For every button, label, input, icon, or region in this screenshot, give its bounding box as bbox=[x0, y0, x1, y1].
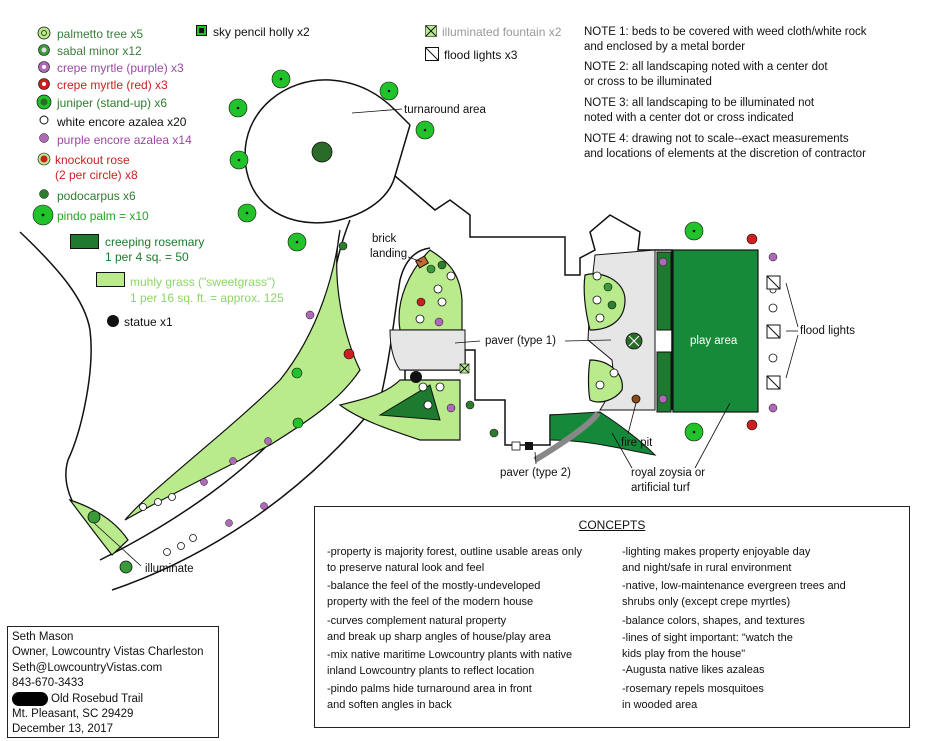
note-2-line2: or cross to be illuminated bbox=[584, 76, 712, 88]
label-turnaround: turnaround area bbox=[404, 104, 486, 116]
label-flood-lights: flood lights bbox=[800, 325, 855, 337]
redacted-house-number bbox=[12, 691, 48, 706]
legend-statue: statue x1 bbox=[124, 315, 173, 329]
crepe-purple-icon bbox=[38, 61, 50, 73]
label-paver-1: paver (type 1) bbox=[485, 335, 556, 347]
concepts-box: CONCEPTS -property is majority forest, o… bbox=[314, 506, 910, 728]
driveway-edge-left bbox=[19, 231, 92, 511]
legend-muhly-rate: 1 per 16 sq. ft. = approx. 125 bbox=[130, 291, 284, 305]
rosemary-swatch bbox=[70, 234, 99, 249]
note-3-line1: NOTE 3: all landscaping to be illuminate… bbox=[584, 97, 815, 109]
label-fire-pit: fire pit bbox=[621, 437, 653, 449]
concept-left-1: -property is majority forest, outline us… bbox=[327, 546, 582, 574]
label-illuminate: illuminate bbox=[145, 563, 194, 575]
crepe-red-icon bbox=[38, 78, 50, 90]
legend-white-azalea: white encore azalea x20 bbox=[57, 115, 187, 129]
holly-icon bbox=[196, 25, 207, 36]
legend-palmetto: palmetto tree x5 bbox=[57, 27, 144, 41]
contact-city: Mt. Pleasant, SC 29429 bbox=[12, 708, 134, 721]
driveway-shrubs bbox=[87, 241, 355, 574]
contact-date: December 13, 2017 bbox=[12, 723, 114, 736]
note-4-line2: and locations of elements at the discret… bbox=[584, 148, 866, 160]
flood-light-icons bbox=[766, 275, 781, 390]
label-landing: landing bbox=[370, 248, 408, 260]
contact-street: Old Rosebud Trail bbox=[51, 692, 144, 705]
contact-name: Seth Mason bbox=[12, 631, 74, 643]
legend-holly: sky pencil holly x2 bbox=[213, 25, 310, 39]
concept-left-4: -mix native maritime Lowcountry plants w… bbox=[327, 649, 573, 677]
zoysia-area bbox=[549, 411, 657, 456]
legend-crepe-purple: crepe myrtle (purple) x3 bbox=[57, 61, 184, 75]
podocarpus-icon bbox=[39, 189, 49, 199]
legend-fountain: illuminated fountain x2 bbox=[442, 25, 562, 39]
fire-pit-icon bbox=[631, 394, 641, 404]
knockout-rose-icon bbox=[37, 152, 51, 166]
legend-pindo-palm: pindo palm = x10 bbox=[57, 209, 149, 223]
legend-podocarpus: podocarpus x6 bbox=[57, 189, 136, 203]
legend-sabal: sabal minor x12 bbox=[57, 44, 142, 58]
house-outline bbox=[394, 124, 673, 410]
legend-purple-azalea: purple encore azalea x14 bbox=[57, 133, 192, 147]
legend-knockout-rose-2: (2 per circle) x8 bbox=[55, 168, 138, 182]
rosemary-bed bbox=[378, 384, 441, 421]
contact-phone: 843-670-3433 bbox=[12, 677, 84, 690]
label-brick: brick bbox=[372, 233, 397, 245]
statue-icon bbox=[107, 315, 119, 327]
rosemary-strip-top bbox=[656, 251, 672, 331]
note-1-line1: NOTE 1: beds to be covered with weed clo… bbox=[584, 26, 867, 38]
fountain-icon bbox=[459, 363, 470, 374]
label-play-area: play area bbox=[690, 335, 738, 347]
leader-lines bbox=[93, 108, 799, 567]
fountain-legend-icon bbox=[425, 25, 437, 37]
sabal-icon bbox=[38, 44, 50, 56]
concept-right-6: -rosemary repels mosquitoes in wooded ar… bbox=[622, 683, 764, 711]
pindo-palm-icon bbox=[32, 204, 54, 226]
legend-crepe-red: crepe myrtle (red) x3 bbox=[57, 78, 168, 92]
concept-right-3: -balance colors, shapes, and textures bbox=[622, 615, 805, 627]
concept-right-2: -native, low-maintenance evergreen trees… bbox=[622, 580, 846, 608]
contact-email: Seth@LowcountryVistas.com bbox=[12, 661, 163, 674]
driveway-edge-bottom bbox=[111, 399, 381, 591]
note-4-line1: NOTE 4: drawing not to scale--exact meas… bbox=[584, 133, 849, 145]
label-paver-2: paver (type 2) bbox=[500, 467, 571, 479]
contact-box: Seth Mason Owner, Lowcountry Vistas Char… bbox=[7, 626, 219, 738]
flood-legend-icon bbox=[425, 47, 439, 61]
note-3-line2: noted with a center dot or cross indicat… bbox=[584, 112, 794, 124]
note-2-line1: NOTE 2: all landscaping noted with a cen… bbox=[584, 61, 828, 73]
palmetto-icon bbox=[37, 26, 51, 40]
legend-muhly: muhly grass ("sweetgrass") bbox=[130, 275, 276, 289]
concept-left-5: -pindo palms hide turnaround area in fro… bbox=[327, 683, 532, 711]
note-1-line2: and enclosed by a metal border bbox=[584, 41, 746, 53]
legend-knockout-rose: knockout rose bbox=[55, 153, 130, 167]
play-area bbox=[672, 249, 759, 413]
juniper-icon bbox=[36, 94, 52, 110]
concepts-title: CONCEPTS bbox=[578, 518, 646, 532]
contact-street-row: Old Rosebud Trail bbox=[12, 691, 218, 707]
back-bed-shrubs bbox=[592, 257, 668, 404]
concept-left-2: -balance the feel of the mostly-undevelo… bbox=[327, 580, 541, 608]
back-bed-top bbox=[583, 273, 626, 331]
purple-azalea-icon bbox=[39, 133, 49, 143]
white-azalea-icon bbox=[39, 115, 49, 125]
front-bed-shrubs bbox=[410, 260, 533, 451]
label-turf: artificial turf bbox=[631, 482, 690, 494]
legend-rosemary: creeping rosemary bbox=[105, 235, 205, 249]
paver-left bbox=[389, 329, 466, 371]
legend-rosemary-rate: 1 per 4 sq. = 50 bbox=[105, 250, 189, 264]
concept-right-5: -Augusta native likes azaleas bbox=[622, 664, 765, 676]
legend-flood: flood lights x3 bbox=[444, 48, 518, 62]
turnaround-palm bbox=[311, 141, 333, 163]
pindo-palms bbox=[228, 69, 704, 442]
driveway-right bbox=[379, 247, 431, 401]
label-zoysia: royal zoysia or bbox=[631, 467, 706, 479]
paver-2-curve bbox=[533, 411, 601, 463]
contact-title: Owner, Lowcountry Vistas Charleston bbox=[12, 646, 204, 659]
legend-juniper: juniper (stand-up) x6 bbox=[57, 96, 168, 110]
left-bed bbox=[124, 229, 361, 521]
muhly-swatch bbox=[96, 272, 125, 287]
